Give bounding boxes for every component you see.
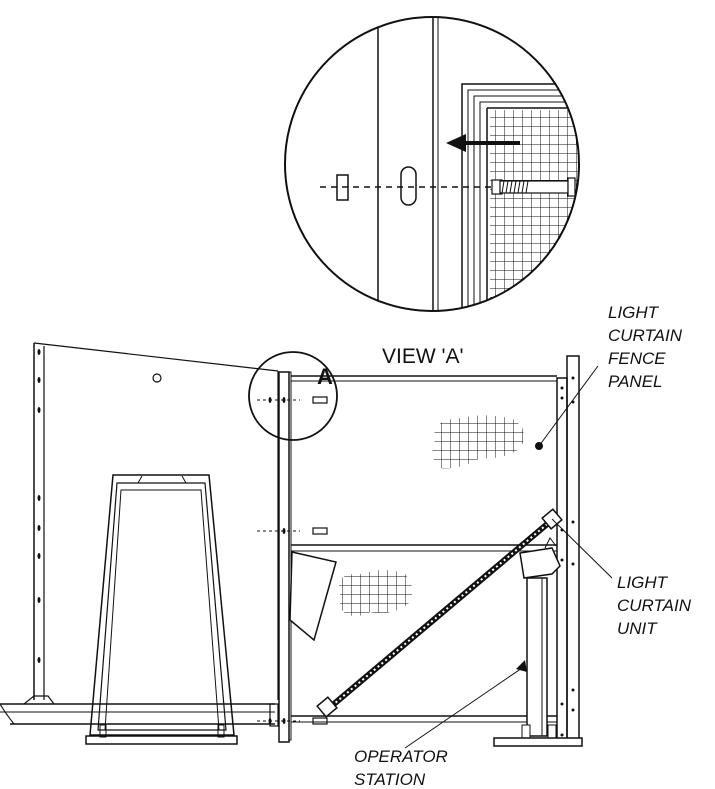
svg-text:STATION: STATION (354, 770, 426, 789)
svg-text:CURTAIN: CURTAIN (608, 326, 683, 345)
label-operator-station: OPERATOR STATION (354, 747, 448, 789)
operator-station-pointer (404, 660, 527, 749)
press-pedestal (85, 474, 238, 745)
svg-text:LIGHT: LIGHT (608, 303, 660, 322)
label-fence-panel: LIGHT CURTAIN FENCE PANEL (608, 303, 683, 391)
label-curtain-unit: LIGHT CURTAIN UNIT (617, 573, 692, 638)
svg-text:LIGHT: LIGHT (617, 573, 669, 592)
mesh-patch-upper (432, 415, 524, 469)
svg-text:UNIT: UNIT (617, 619, 658, 638)
svg-text:OPERATOR: OPERATOR (354, 747, 448, 766)
detail-callout-circle (248, 351, 338, 441)
svg-text:CURTAIN: CURTAIN (617, 596, 692, 615)
operator-station (493, 537, 583, 747)
light-curtain-unit (316, 508, 613, 718)
detail-view-circle (284, 16, 580, 312)
view-title: VIEW 'A' (382, 345, 464, 368)
svg-text:PANEL: PANEL (608, 372, 663, 391)
press-side-panel (0, 342, 279, 727)
mesh-patch-lower (339, 570, 413, 617)
control-box (289, 551, 337, 642)
svg-text:FENCE: FENCE (608, 349, 666, 368)
